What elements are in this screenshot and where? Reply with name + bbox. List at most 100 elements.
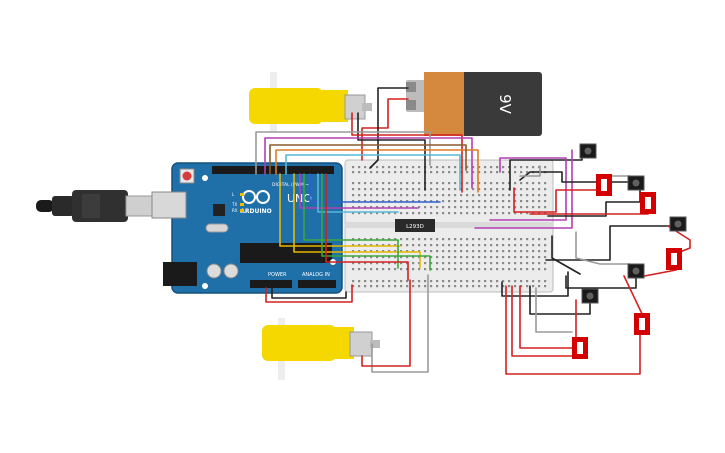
breadboard-hole	[418, 250, 421, 253]
breadboard-hole	[466, 171, 469, 174]
breadboard-hole	[436, 194, 439, 197]
breadboard-hole	[406, 166, 409, 169]
breadboard-hole	[484, 238, 487, 241]
breadboard-hole	[478, 285, 481, 288]
breadboard-hole	[520, 194, 523, 197]
breadboard-hole	[406, 182, 409, 185]
breadboard-hole	[412, 262, 415, 265]
breadboard-hole	[424, 194, 427, 197]
breadboard-hole	[352, 285, 355, 288]
breadboard-hole	[520, 262, 523, 265]
breadboard-hole	[538, 250, 541, 253]
breadboard-hole	[358, 256, 361, 259]
wire-green	[303, 173, 399, 269]
breadboard-hole	[526, 244, 529, 247]
wire-yellow	[293, 173, 421, 269]
breadboard-hole	[442, 280, 445, 283]
breadboard-hole	[382, 188, 385, 191]
breadboard-hole	[532, 280, 535, 283]
breadboard-hole	[424, 268, 427, 271]
wire-gray	[255, 131, 431, 175]
breadboard-hole	[418, 188, 421, 191]
breadboard-hole	[394, 244, 397, 247]
breadboard-hole	[394, 188, 397, 191]
breadboard-hole	[460, 194, 463, 197]
breadboard-hole	[382, 206, 385, 209]
breadboard-hole	[370, 212, 373, 215]
breadboard-hole	[448, 171, 451, 174]
breadboard-hole	[538, 280, 541, 283]
breadboard-hole	[520, 256, 523, 259]
wire-black	[271, 287, 347, 299]
breadboard-hole	[490, 166, 493, 169]
breadboard-hole	[460, 285, 463, 288]
breadboard-hole	[370, 244, 373, 247]
wire-black	[357, 112, 426, 191]
breadboard-hole	[394, 262, 397, 265]
breadboard-hole	[508, 194, 511, 197]
breadboard-hole	[436, 212, 439, 215]
breadboard-hole	[496, 188, 499, 191]
breadboard-hole	[526, 182, 529, 185]
breadboard-hole	[436, 171, 439, 174]
breadboard-hole	[544, 238, 547, 241]
breadboard-hole	[484, 166, 487, 169]
breadboard-hole	[538, 206, 541, 209]
breadboard-hole	[478, 256, 481, 259]
breadboard-hole	[466, 194, 469, 197]
arduino-brand-label: ARDUINO	[240, 208, 271, 215]
breadboard-hole	[382, 244, 385, 247]
breadboard-hole	[406, 244, 409, 247]
breadboard-hole	[490, 182, 493, 185]
ir-sensor	[669, 216, 687, 232]
breadboard-hole	[544, 285, 547, 288]
breadboard-hole	[496, 166, 499, 169]
breadboard-hole	[358, 238, 361, 241]
breadboard-hole	[370, 206, 373, 209]
breadboard-hole	[466, 268, 469, 271]
breadboard-hole	[394, 206, 397, 209]
breadboard-hole	[358, 262, 361, 265]
breadboard-hole	[460, 212, 463, 215]
breadboard-hole	[442, 212, 445, 215]
breadboard-hole	[490, 268, 493, 271]
breadboard-hole	[448, 250, 451, 253]
breadboard-hole	[364, 194, 367, 197]
breadboard-hole	[442, 256, 445, 259]
breadboard-hole	[490, 200, 493, 203]
breadboard-hole	[484, 171, 487, 174]
arduino-capacitor	[223, 263, 239, 279]
breadboard-hole	[508, 200, 511, 203]
breadboard-hole	[394, 171, 397, 174]
breadboard-hole	[454, 262, 457, 265]
breadboard-hole	[508, 212, 511, 215]
breadboard-hole	[394, 268, 397, 271]
wire-red	[361, 279, 411, 367]
breadboard-hole	[406, 262, 409, 265]
breadboard-hole	[454, 188, 457, 191]
breadboard-hole	[376, 238, 379, 241]
breadboard-hole	[364, 212, 367, 215]
arduino-crystal	[205, 223, 229, 233]
breadboard-hole	[448, 194, 451, 197]
breadboard-hole	[436, 244, 439, 247]
breadboard-hole	[496, 238, 499, 241]
breadboard-hole	[364, 262, 367, 265]
breadboard-hole	[442, 200, 445, 203]
breadboard-hole	[466, 166, 469, 169]
breadboard-hole	[358, 182, 361, 185]
breadboard-hole	[532, 206, 535, 209]
breadboard-hole	[430, 280, 433, 283]
breadboard-hole	[442, 250, 445, 253]
breadboard-hole	[508, 268, 511, 271]
breadboard-hole	[526, 200, 529, 203]
breadboard-hole	[406, 171, 409, 174]
breadboard-hole	[538, 256, 541, 259]
breadboard-hole	[430, 250, 433, 253]
breadboard-hole	[364, 285, 367, 288]
breadboard-hole	[526, 212, 529, 215]
breadboard-hole	[358, 200, 361, 203]
breadboard-hole	[490, 171, 493, 174]
breadboard-hole	[484, 182, 487, 185]
